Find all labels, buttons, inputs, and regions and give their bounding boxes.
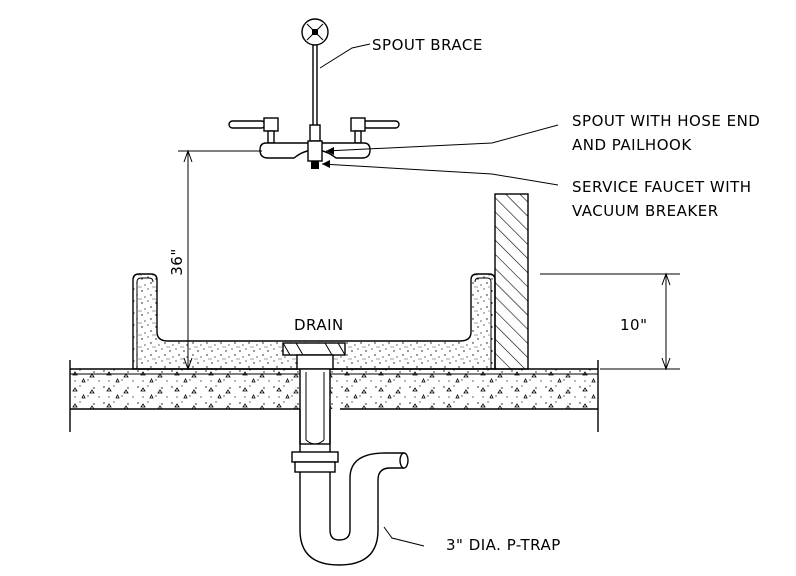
dimension-36 xyxy=(178,149,262,371)
leader-lines xyxy=(319,43,559,547)
dimension-10 xyxy=(540,272,680,371)
spout-label-line1: SPOUT WITH HOSE END xyxy=(572,112,760,130)
faucet-label-line1: SERVICE FAUCET WITH xyxy=(572,178,752,196)
drain-label: DRAIN xyxy=(294,316,344,334)
wall xyxy=(494,193,529,370)
drain-assembly xyxy=(282,342,346,452)
p-trap xyxy=(291,451,409,566)
ptrap-label: 3" DIA. P-TRAP xyxy=(446,536,561,554)
floor-slab xyxy=(69,360,599,432)
dimension-36-label: 36" xyxy=(168,248,186,276)
spout-label-line2: AND PAILHOOK xyxy=(572,136,692,154)
faucet-label-line2: VACUUM BREAKER xyxy=(572,202,719,220)
service-faucet xyxy=(228,18,400,169)
mop-basin xyxy=(132,273,496,370)
dimension-10-label: 10" xyxy=(620,316,648,334)
spout-brace-label: SPOUT BRACE xyxy=(372,36,483,54)
